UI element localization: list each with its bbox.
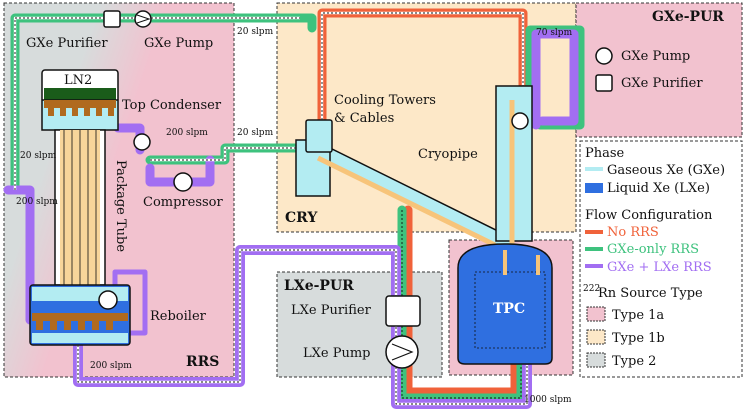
legend-source-title: Rn Source Type (598, 286, 703, 301)
label-gxe-purifier-left: GXe Purifier (26, 36, 108, 51)
legend-type2: Type 2 (612, 354, 656, 369)
label-rrs: RRS (186, 354, 219, 370)
label-package-tube: Package Tube (113, 160, 128, 252)
label-ln2: LN2 (64, 73, 92, 88)
gxe-pur-region (575, 2, 743, 138)
label-compressor: Compressor (143, 195, 223, 210)
flow-200-left: 200 slpm (16, 197, 58, 207)
cryopipe (295, 85, 533, 281)
legend-type1b: Type 1b (612, 331, 665, 346)
tpc-vessel (457, 243, 553, 365)
label-lxe-pur: LXe-PUR (284, 278, 354, 294)
heat-exchanger-left-symbol (133, 133, 151, 151)
label-cry: CRY (285, 210, 318, 226)
cooling-tower (305, 119, 333, 153)
label-gxe-pump-left: GXe Pump (144, 36, 213, 51)
gxe-pump-left-symbol (134, 10, 152, 28)
reboiler-heater-symbol (98, 290, 118, 310)
flow-200-bottom: 200 slpm (90, 361, 132, 371)
flow-20-cry: 20 slpm (237, 128, 274, 138)
label-top-condenser: Top Condenser (122, 98, 222, 113)
legend-liquid: Liquid Xe (LXe) (607, 181, 710, 196)
label-gxe-purifier-right: GXe Purifier (621, 76, 703, 91)
legend-phase-title: Phase (585, 146, 625, 161)
compressor-symbol (173, 172, 193, 192)
legend-source-sup: 222 (583, 284, 600, 294)
label-cooling-towers-2: & Cables (334, 111, 394, 126)
legend-gxe-only: GXe-only RRS (607, 242, 699, 257)
pipe-gxe-lxe-left (3, 185, 35, 325)
legend-gxe-lxe: GXe + LXe RRS (607, 260, 712, 275)
label-gxe-pur: GXe-PUR (652, 9, 724, 25)
flow-20-left: 20 slpm (20, 151, 57, 161)
label-gxe-pump-right: GXe Pump (621, 49, 690, 64)
legend-gaseous: Gaseous Xe (GXe) (607, 163, 725, 178)
label-cryopipe: Cryopipe (418, 147, 478, 162)
label-tpc: TPC (493, 301, 525, 317)
label-cooling-towers-1: Cooling Towers (334, 93, 436, 108)
flow-20-top: 20 slpm (237, 27, 274, 37)
legend-no-rrs: No RRS (607, 225, 659, 240)
legend-type1a: Type 1a (612, 308, 664, 323)
label-lxe-purifier: LXe Purifier (291, 303, 372, 318)
label-lxe-pump: LXe Pump (303, 346, 370, 361)
equipment (98, 10, 613, 369)
gxe-pump-right-symbol (595, 47, 613, 65)
legend-flow-title: Flow Configuration (585, 208, 713, 223)
flow-200-comp: 200 slpm (166, 128, 208, 138)
gxe-purifier-right-box (595, 74, 613, 92)
label-reboiler: Reboiler (150, 309, 207, 324)
lxe-purifier-box (385, 295, 421, 327)
legend: Phase Gaseous Xe (GXe) Liquid Xe (LXe) F… (579, 140, 743, 378)
flow-70: 70 slpm (536, 28, 573, 38)
gxe-purifier-left-box (103, 10, 121, 28)
heat-exchanger-right-symbol (511, 112, 529, 130)
flow-1000: 1000 slpm (524, 395, 572, 405)
pipe-reboiler-loop (112, 269, 148, 336)
pipe-gxe-lxe-right (531, 29, 579, 130)
lxe-pump-symbol (385, 335, 419, 369)
